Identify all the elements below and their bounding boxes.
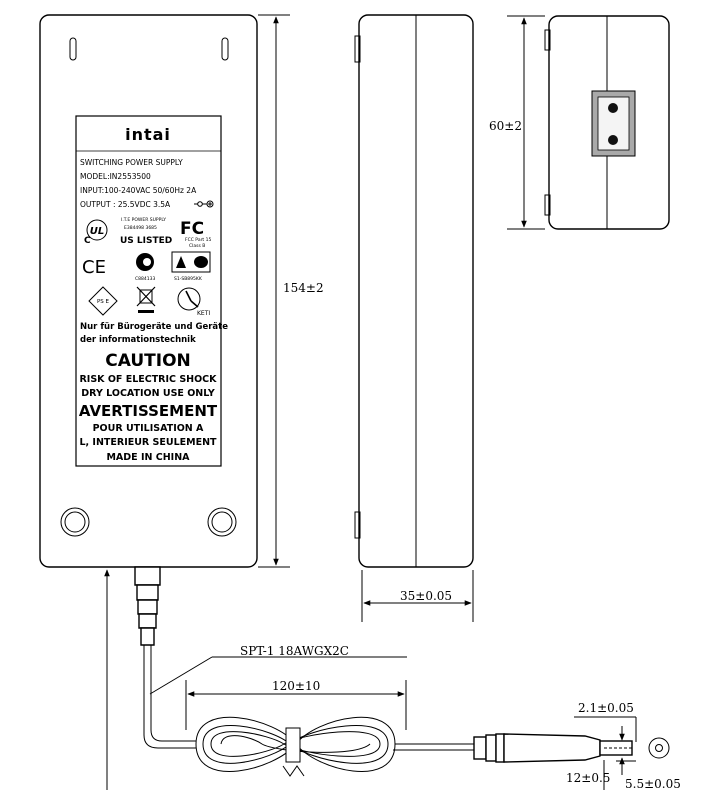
svg-text:35±0.05: 35±0.05 <box>400 589 452 603</box>
side-view <box>354 14 474 568</box>
svg-text:60±2: 60±2 <box>489 119 522 133</box>
svg-text:12±0.5: 12±0.5 <box>566 771 610 785</box>
svg-text:Class B: Class B <box>189 243 205 249</box>
strain-relief <box>134 566 161 646</box>
dimension-plug-length: 12±0.5 <box>566 760 610 790</box>
saa-icon: S1-SB895KK <box>171 251 211 282</box>
svg-text:C884133: C884133 <box>135 276 155 282</box>
svg-text:PS E: PS E <box>97 299 110 305</box>
product-label: intai SWITCHING POWER SUPPLY MODEL:IN255… <box>75 115 228 467</box>
svg-text:UL: UL <box>90 226 105 237</box>
fcc-icon: FC FCC Part 15 Class B <box>180 219 211 249</box>
label-german-1: Nur für Bürogeräte und Geräte <box>80 322 228 332</box>
svg-text:C: C <box>84 236 91 246</box>
dimension-plug-od: 5.5±0.05 <box>616 757 681 790</box>
weee-bin-icon <box>136 286 156 313</box>
label-caution-2: DRY LOCATION USE ONLY <box>81 388 215 399</box>
vent-slot-right <box>221 37 229 61</box>
svg-text:US LISTED: US LISTED <box>120 236 172 246</box>
svg-text:2.1±0.05: 2.1±0.05 <box>578 701 634 715</box>
label-avert-2: L, INTERIEUR SEULEMENT <box>79 437 217 448</box>
ccc-icon: C884133 <box>135 253 155 282</box>
polarity-icon <box>194 200 214 208</box>
svg-text:120±10: 120±10 <box>272 679 320 693</box>
cable-type-callout: SPT-1 18AWGX2C <box>149 644 407 695</box>
svg-text:SPT-1 18AWGX2C: SPT-1 18AWGX2C <box>240 644 349 658</box>
dimension-cable-length: 120±10 <box>185 679 407 730</box>
svg-text:S1-SB895KK: S1-SB895KK <box>174 276 203 282</box>
svg-text:FC: FC <box>180 219 204 239</box>
rubber-foot-right <box>207 507 237 537</box>
pse-icon: PS E <box>88 286 118 316</box>
rubber-foot-left <box>60 507 90 537</box>
svg-text:FCC Part 15: FCC Part 15 <box>185 237 211 243</box>
dc-cable <box>143 645 475 777</box>
dimension-width: 60±2 <box>489 15 545 230</box>
svg-text:KETI: KETI <box>197 310 210 317</box>
front-view: intai SWITCHING POWER SUPPLY MODEL:IN255… <box>39 14 258 568</box>
vent-slot-left <box>69 37 77 61</box>
end-view <box>544 15 670 230</box>
plug-end-view-icon <box>648 737 670 759</box>
svg-text:I.T.E POWER SUPPLY: I.T.E POWER SUPPLY <box>121 217 166 223</box>
label-output: OUTPUT : 25.5VDC 3.5A <box>80 200 171 209</box>
dimension-length: 154±2 <box>258 14 324 568</box>
ul-listed-icon: UL C US LISTED I.T.E POWER SUPPLY E38449… <box>84 217 172 246</box>
label-model: MODEL:IN2553500 <box>80 172 151 181</box>
iec-c8-inlet-icon <box>591 90 636 157</box>
ce-mark-icon: CE <box>82 257 106 278</box>
label-input: INPUT:100-240VAC 50/60Hz 2A <box>80 186 197 195</box>
label-german-2: der informationstechnik <box>80 335 196 345</box>
dc-plug <box>473 733 670 763</box>
keti-icon: KETI <box>177 287 210 317</box>
dimension-height: 35±0.05 <box>361 570 474 622</box>
label-type: SWITCHING POWER SUPPLY <box>80 158 183 167</box>
label-caution: CAUTION <box>105 351 191 371</box>
svg-text:E384498 3685: E384498 3685 <box>124 225 157 231</box>
dimension-pin: 2.1±0.05 <box>574 701 637 742</box>
svg-text:154±2: 154±2 <box>283 281 324 295</box>
twist-tie-icon <box>282 727 305 777</box>
brand-logo: intai <box>125 125 171 144</box>
label-avertissement: AVERTISSEMENT <box>79 402 218 420</box>
label-avert-1: POUR UTILISATION A <box>93 423 204 434</box>
svg-text:5.5±0.05: 5.5±0.05 <box>625 777 681 790</box>
label-made-in: MADE IN CHINA <box>106 452 190 463</box>
label-caution-1: RISK OF ELECTRIC SHOCK <box>79 374 217 385</box>
